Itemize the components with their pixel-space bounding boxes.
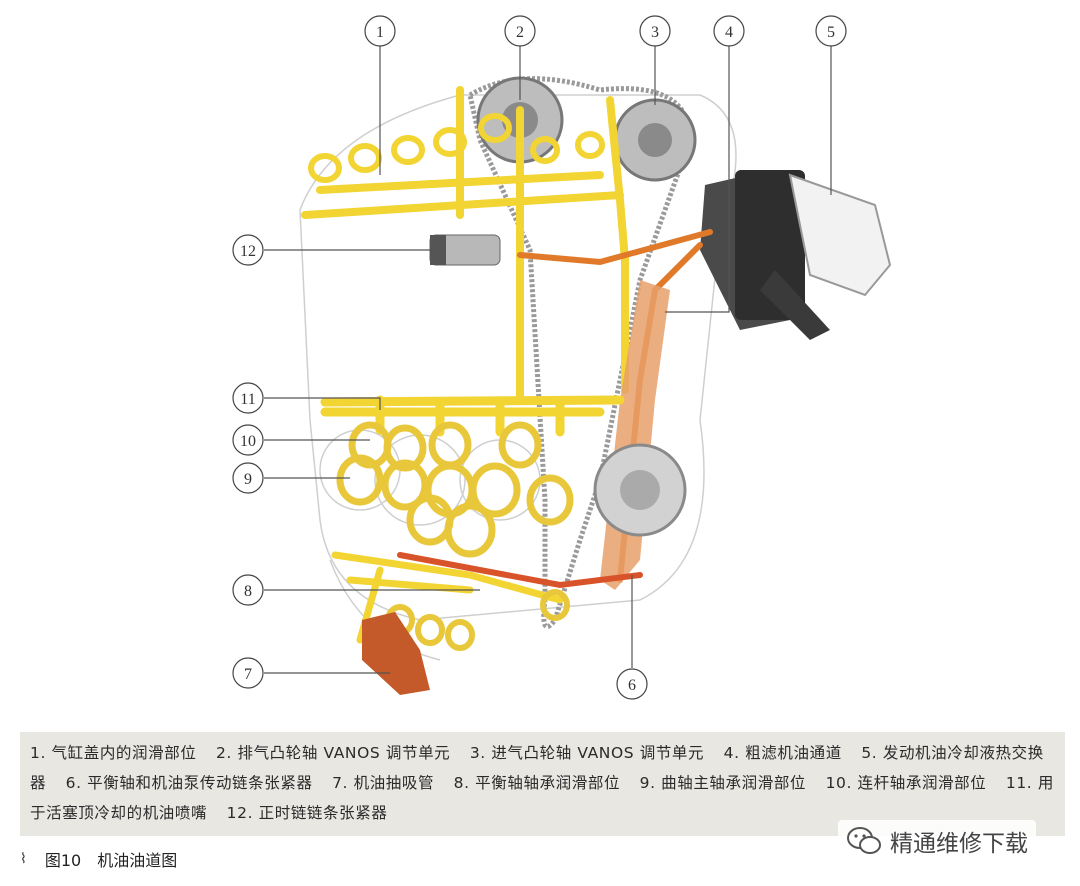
legend-item-1: 1. 气缸盖内的润滑部位 — [30, 744, 197, 762]
watermark-text: 精通维修下载 — [890, 831, 1028, 857]
timing-chain-tensioner — [429, 234, 501, 266]
oil-return-wide — [600, 280, 670, 590]
callout-1: 1 — [364, 15, 396, 47]
callout-12-num: 12 — [240, 243, 256, 260]
oil-cooler-heat-exchanger — [700, 170, 892, 340]
callout-7: 7 — [232, 657, 264, 689]
legend-item-11: 11. 用于活塞顶冷却的机油喷嘴 — [30, 774, 1054, 822]
callout-6-num: 6 — [628, 677, 636, 694]
callout-4-num: 4 — [725, 24, 733, 41]
legend-item-12: 12. 正时链链条张紧器 — [226, 804, 388, 822]
cylinder-head-gallery — [301, 86, 629, 399]
callout-7-num: 7 — [244, 666, 252, 683]
crank-pulley — [593, 443, 687, 537]
legend-item-6: 6. 平衡轴和机油泵传动链条张紧器 — [65, 774, 313, 792]
callout-8-num: 8 — [244, 583, 252, 600]
callout-5-num: 5 — [827, 24, 835, 41]
intake-vanos-sprocket — [613, 98, 697, 182]
legend-item-3: 3. 进气凸轮轴 VANOS 调节单元 — [469, 744, 705, 762]
callout-9-num: 9 — [244, 471, 252, 488]
legend-item-10: 10. 连杆轴承润滑部位 — [825, 774, 987, 792]
legend-text: 1. 气缸盖内的润滑部位 2. 排气凸轮轴 VANOS 调节单元 3. 进气凸轮… — [30, 738, 1055, 828]
legend-item-4: 4. 粗滤机油通道 — [723, 744, 842, 762]
legend-item-7: 7. 机油抽吸管 — [332, 774, 435, 792]
figure-caption: ⌇ 图10 机油油道图 — [20, 846, 177, 872]
callout-12: 12 — [232, 234, 264, 266]
callout-10: 10 — [232, 424, 264, 456]
oil-suction-tube — [362, 552, 643, 695]
callout-11-num: 11 — [240, 391, 255, 408]
callout-leaders — [264, 46, 832, 674]
caption-label: 图10 机油油道图 — [44, 851, 178, 870]
callout-2: 2 — [504, 15, 536, 47]
callout-3-num: 3 — [651, 24, 659, 41]
wechat-icon — [847, 827, 881, 854]
watermark: 精通维修下载 — [838, 820, 1036, 862]
cylinder-head-lubrication — [308, 113, 605, 183]
legend-box: 1. 气缸盖内的润滑部位 2. 排气凸轮轴 VANOS 调节单元 3. 进气凸轮… — [20, 732, 1065, 836]
oil-circuit-diagram: 1 2 3 4 5 6 7 8 9 10 11 12 — [232, 15, 892, 700]
caption-mark: ⌇ — [20, 851, 27, 867]
callout-10-num: 10 — [240, 433, 256, 450]
callout-5: 5 — [815, 15, 847, 47]
timing-chain — [467, 76, 693, 630]
callout-8: 8 — [232, 574, 264, 606]
callout-4: 4 — [713, 15, 745, 47]
balance-shaft-rings — [385, 589, 570, 651]
legend-item-2: 2. 排气凸轮轴 VANOS 调节单元 — [215, 744, 451, 762]
callout-2-num: 2 — [516, 24, 524, 41]
legend-item-9: 9. 曲轴主轴承润滑部位 — [639, 774, 807, 792]
legend-item-5: 5. 发动机油冷却液热交换器 — [30, 744, 1044, 792]
legend-item-8: 8. 平衡轴轴承润滑部位 — [453, 774, 621, 792]
callout-3: 3 — [639, 15, 671, 47]
crank-bearing-rings — [336, 421, 574, 558]
callout-6: 6 — [616, 668, 648, 700]
callout-11: 11 — [232, 382, 264, 414]
callout-1-num: 1 — [376, 24, 384, 41]
callout-9: 9 — [232, 462, 264, 494]
